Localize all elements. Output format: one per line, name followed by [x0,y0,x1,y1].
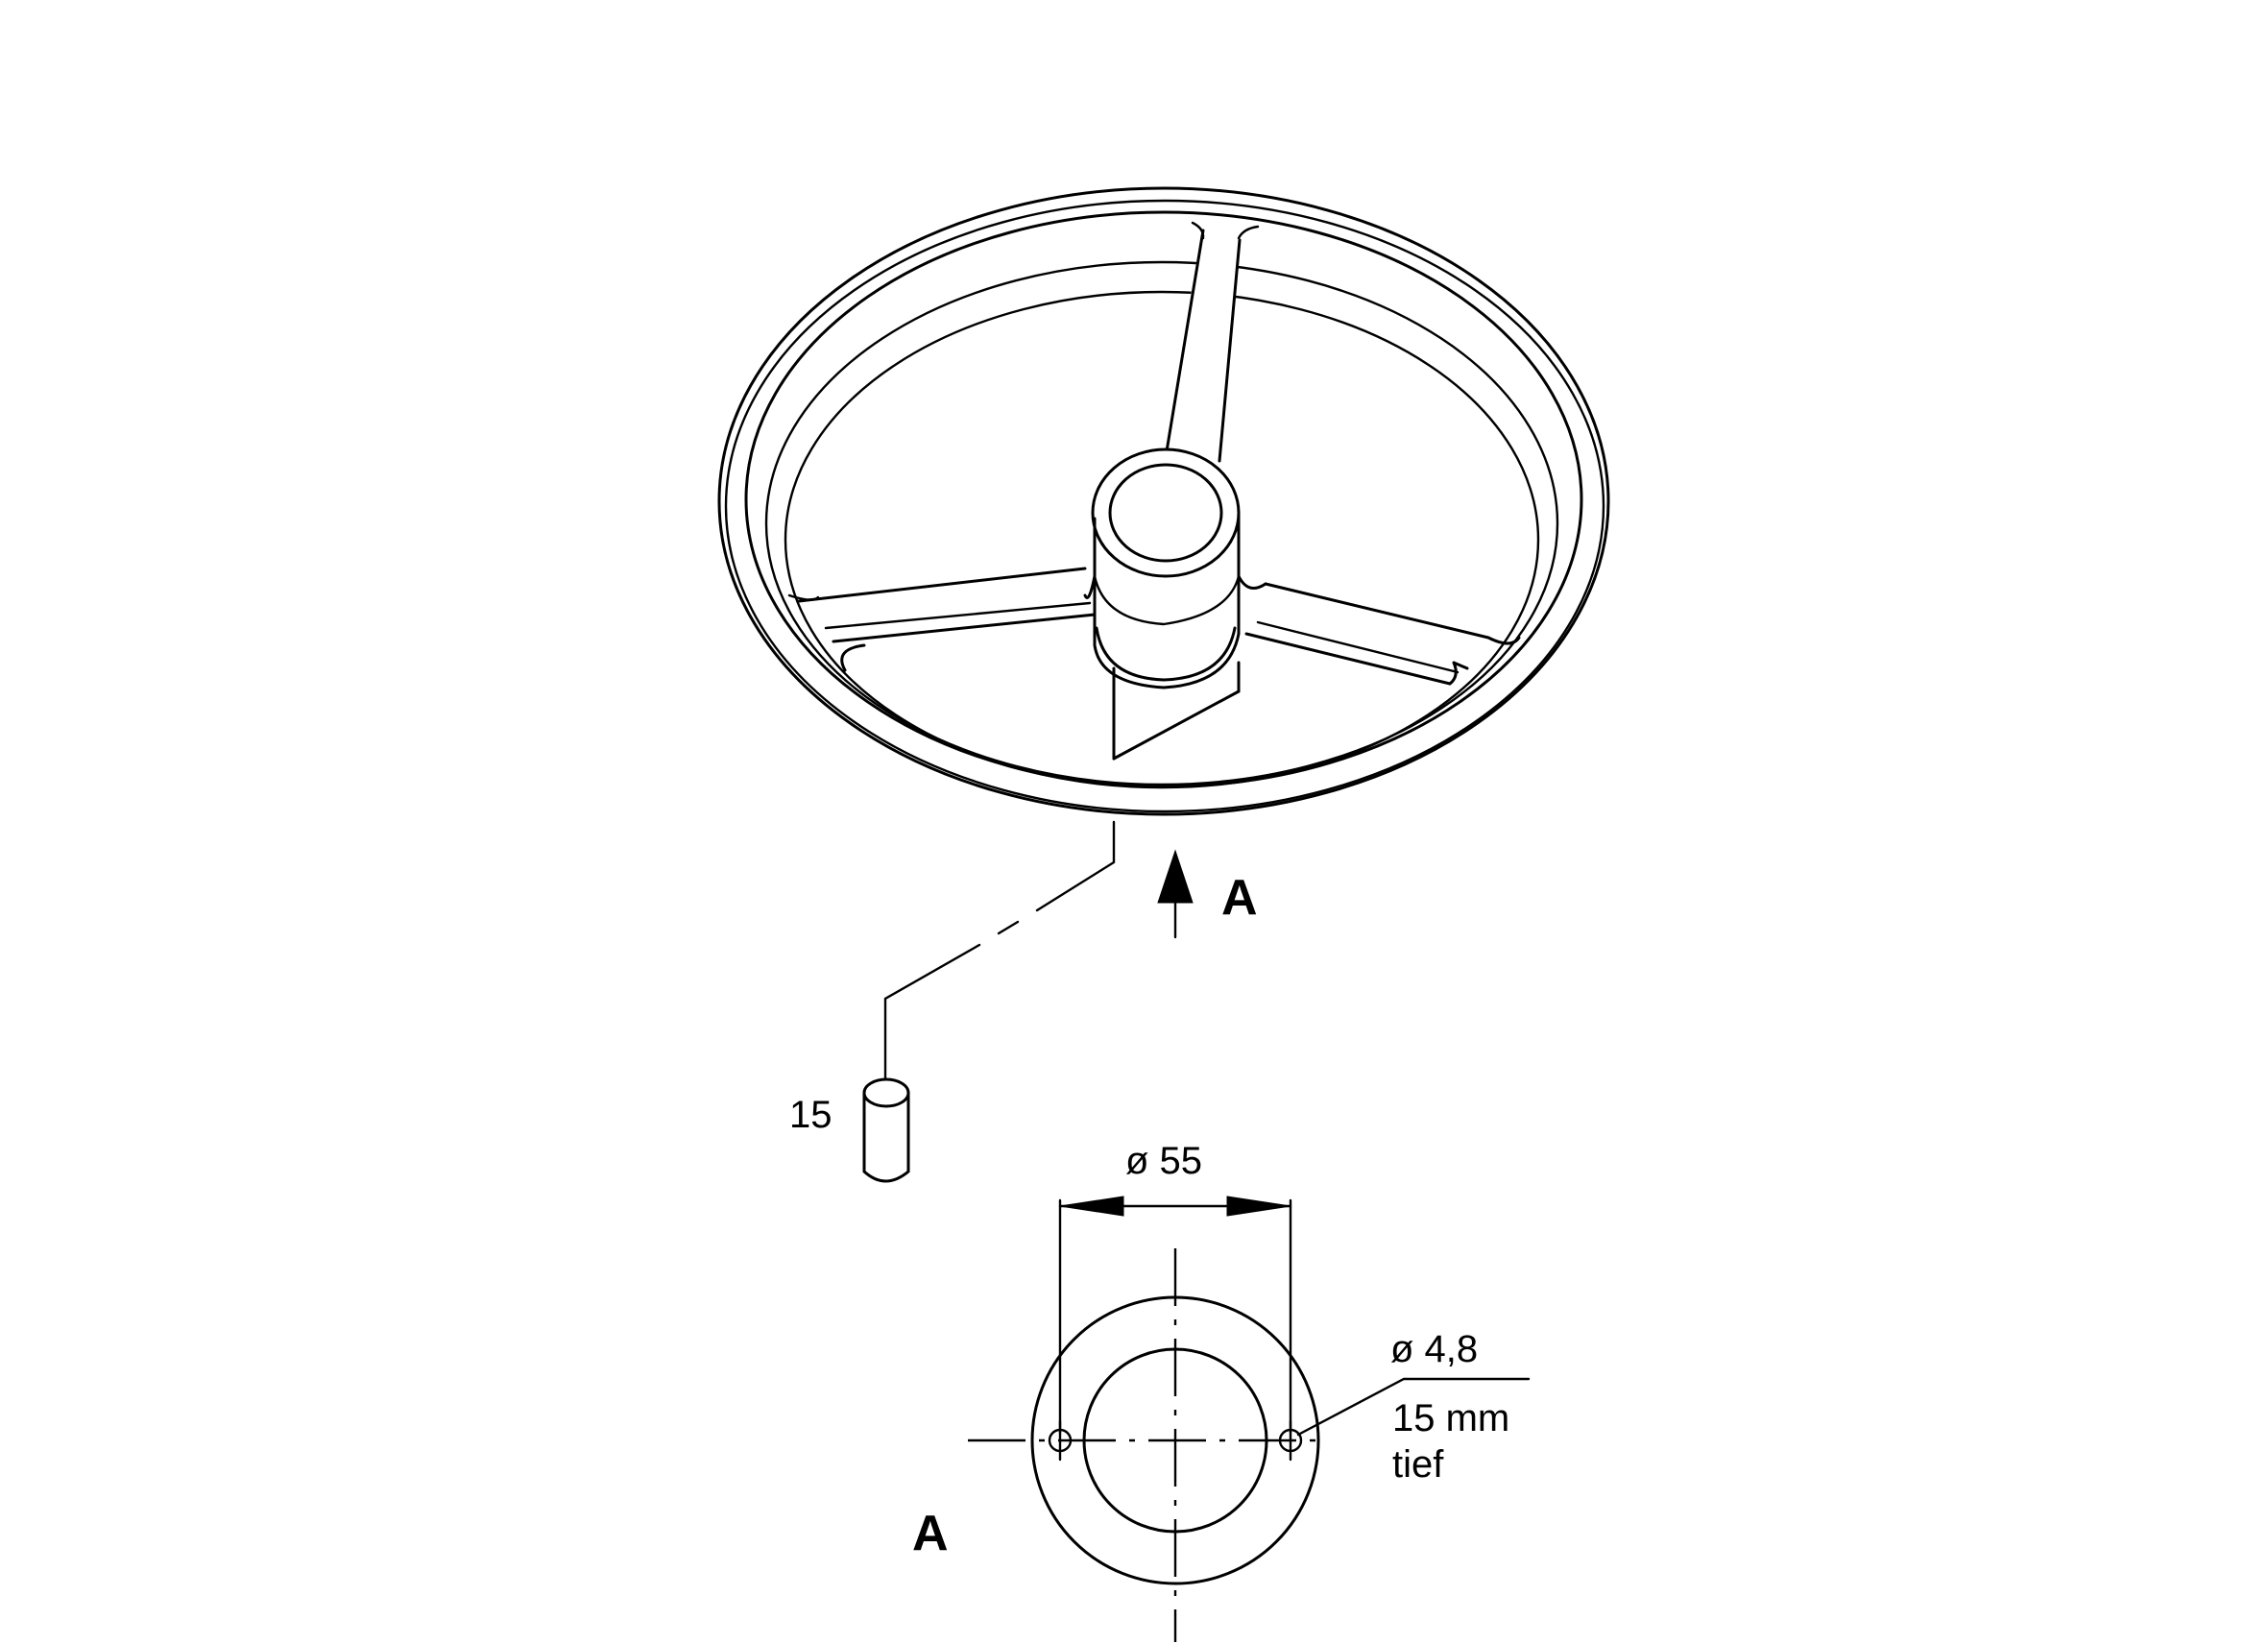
wheel-rim-outer [717,186,1610,816]
hole-callout-leader [1296,1377,1531,1437]
part-callout-15: 15 [789,1094,832,1136]
dimension-diameter-55 [1058,1196,1292,1435]
diameter-55-label: ø 55 [1125,1140,1202,1182]
spoke-top [1162,221,1260,467]
view-a-section [968,1248,1325,1642]
view-label: A [912,1506,949,1561]
spoke-right [1244,582,1521,686]
handwheel [717,186,1610,816]
wheel-rim-inner-lower [784,290,1540,789]
wheel-shaft [1112,661,1241,761]
hole-depth-label-2: tief [1392,1443,1444,1486]
pin-part-15 [862,1077,910,1183]
part-15-leader [883,820,1116,1089]
view-arrow-label: A [1221,870,1258,926]
wheel-hub [1083,447,1267,689]
view-arrow [1157,849,1194,939]
hole-diameter-label: ø 4,8 [1390,1328,1478,1370]
hole-depth-label: 15 mm [1392,1397,1509,1439]
wheel-rim-inner-edge [764,260,1559,786]
wheel-rim-outer-edge [724,199,1605,813]
spoke-left [787,567,1097,672]
